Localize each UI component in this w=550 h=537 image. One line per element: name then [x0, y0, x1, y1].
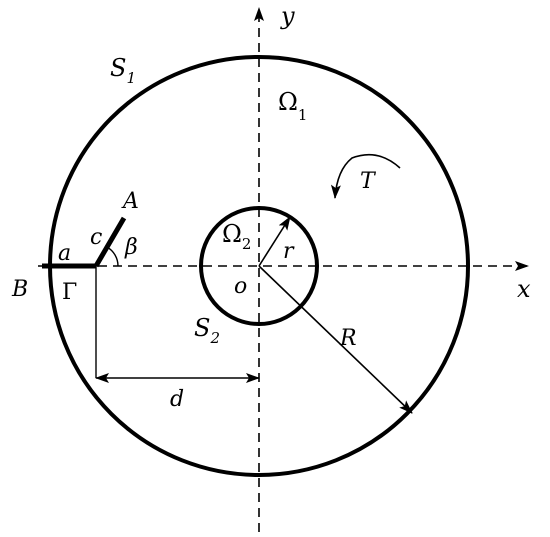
inner-radius-arrow	[258, 216, 291, 267]
inner-boundary-label: S2	[194, 314, 220, 347]
inner-radius-label: r	[283, 239, 295, 264]
boundary-point-label: B	[11, 277, 28, 302]
cut-label: Γ	[62, 280, 77, 305]
y-axis-label: y	[280, 2, 295, 30]
inner-circle	[199, 206, 319, 326]
inner-domain-label: Ω2	[222, 220, 251, 253]
origin-label: o	[234, 274, 247, 299]
segment-c-label: c	[90, 225, 102, 250]
crack-tip-label: A	[121, 189, 139, 214]
outer-domain-label: Ω1	[278, 88, 307, 124]
rotation-arrow	[330, 153, 401, 199]
distance-label: d	[170, 387, 184, 412]
outer-boundary-label: S1	[110, 54, 136, 87]
angle-arc	[106, 246, 119, 267]
angle-label: β	[124, 235, 138, 260]
outer-radius-arrow	[258, 265, 413, 414]
segment-c-line	[93, 216, 127, 268]
segment-a-label: a	[58, 241, 71, 266]
x-axis-label: x	[517, 275, 531, 303]
rotation-label: T	[360, 169, 377, 194]
outer-radius-label: R	[339, 326, 357, 351]
